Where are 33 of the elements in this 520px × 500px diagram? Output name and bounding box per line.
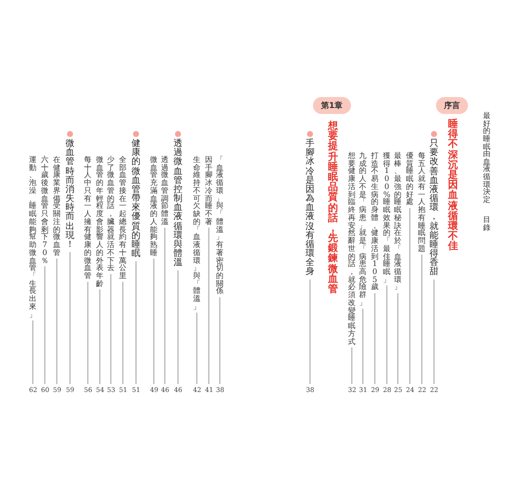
leader-line — [44, 266, 46, 384]
leader-line — [309, 280, 311, 384]
leader-line — [374, 293, 376, 384]
leader-line — [110, 274, 112, 384]
leader-line — [99, 289, 100, 384]
leader-line — [69, 252, 71, 384]
section-heading: 透過微血管控制血液循環與體溫 — [174, 140, 182, 268]
leader-line — [87, 282, 88, 384]
chapter-tab: 第1章 — [313, 96, 351, 114]
section-heading: 微血管時而消失時而出現！ — [66, 140, 74, 250]
leader-line — [164, 228, 166, 384]
leader-line — [351, 347, 352, 384]
chapter-tab: 序言 — [436, 96, 468, 114]
leader-line — [409, 208, 410, 384]
leader-line — [433, 280, 435, 384]
leader-line — [196, 312, 198, 384]
leader-line — [177, 270, 179, 384]
section-heading: 只要改善血液循環，就能睡得香甜 — [430, 140, 438, 278]
leader-line — [135, 261, 137, 384]
chapter-heading: 想要提升睡眠品質的話，先鍛鍊微血管 — [328, 122, 338, 296]
section-heading: 健康的微血管帶來優質的睡眠 — [132, 140, 140, 260]
leader-line — [56, 258, 58, 384]
leader-line — [362, 308, 364, 384]
leader-line — [122, 282, 124, 384]
section-heading: 手腳冰冷是因為血液沒有循環全身 — [306, 140, 314, 278]
leader-line — [208, 228, 210, 384]
leader-line — [421, 254, 422, 384]
leader-line — [219, 297, 220, 384]
chapter-heading: 睡得不深沉是因血液循環不佳 — [448, 120, 458, 252]
leader-line — [32, 320, 34, 384]
leader-line — [397, 293, 398, 384]
leader-line — [153, 258, 154, 384]
leader-line — [386, 285, 388, 384]
